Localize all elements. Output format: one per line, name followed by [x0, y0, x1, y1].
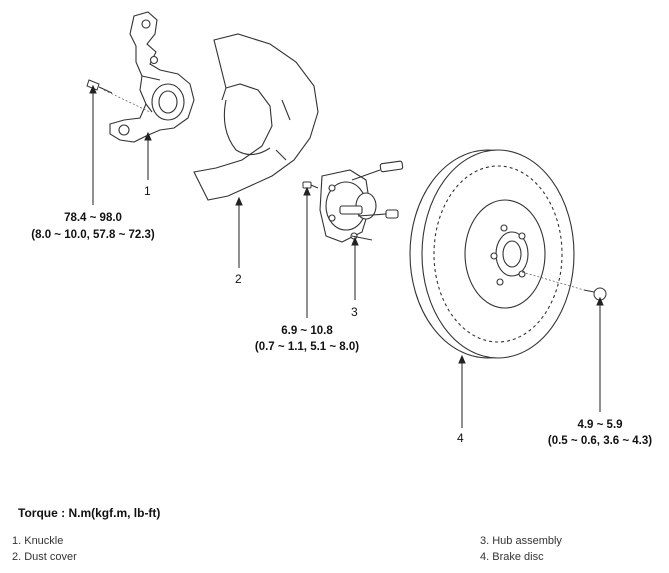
torque-1-nm: 78.4 ~ 98.0 [64, 212, 122, 224]
callout-2: 2 [235, 272, 242, 286]
dust-cover-part [193, 33, 319, 201]
torque-3-alt: (0.5 ~ 0.6, 3.6 ~ 4.3) [548, 435, 652, 447]
brake-disc-part [409, 149, 575, 359]
torque-unit-label: Torque : N.m(kgf.m, lb-ft) [18, 506, 161, 520]
dust-cover-screw [302, 181, 319, 189]
legend-left: 1. Knuckle 2. Dust cover [12, 533, 77, 565]
torque-3-nm: 4.9 ~ 5.9 [577, 419, 622, 431]
callout-3: 3 [351, 305, 358, 319]
knuckle-part [109, 11, 195, 143]
exploded-view-diagram: 1 2 3 4 78.4 ~ 98.0 (8.0 ~ 10.0, 57.8 ~ … [31, 11, 652, 447]
hub-assembly-part [319, 160, 404, 243]
legend-item: 1. Knuckle [12, 535, 64, 547]
legend-right: 3. Hub assembly 4. Brake disc [480, 533, 562, 565]
legend-item: 4. Brake disc [480, 551, 544, 563]
torque-2-nm: 6.9 ~ 10.8 [281, 325, 333, 337]
torque-2-alt: (0.7 ~ 1.1, 5.1 ~ 8.0) [255, 341, 359, 353]
brake-disc-screw [583, 287, 607, 301]
legend-item: 2. Dust cover [12, 551, 77, 563]
callout-1: 1 [144, 184, 151, 198]
callout-4: 4 [457, 431, 464, 445]
torque-1-alt: (8.0 ~ 10.0, 57.8 ~ 72.3) [31, 229, 155, 241]
legend-item: 3. Hub assembly [480, 535, 562, 547]
